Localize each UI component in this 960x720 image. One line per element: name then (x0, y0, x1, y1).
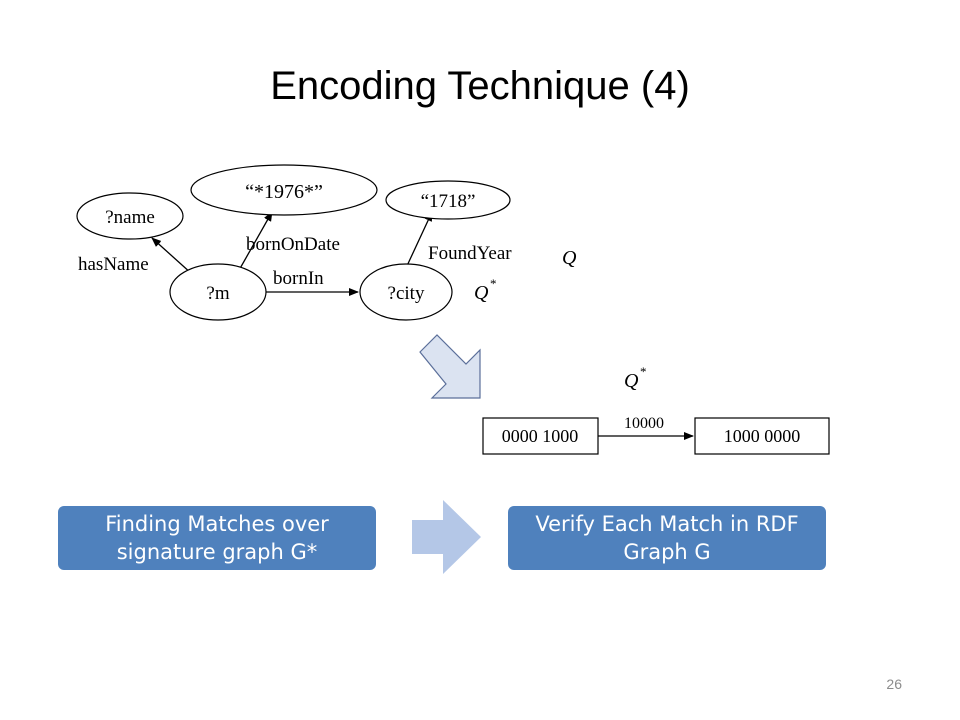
signature-q-star-superscript: * (640, 364, 647, 379)
step-verify-matches: Verify Each Match in RDF Graph G (508, 506, 826, 570)
step-find-matches: Finding Matches over signature graph G* (58, 506, 376, 570)
node-city-label: ?city (388, 283, 425, 304)
slide-title: Encoding Technique (4) (270, 64, 690, 108)
node-city (359, 263, 453, 321)
node-name (76, 192, 184, 240)
q-star-superscript: * (490, 276, 497, 291)
node-date (190, 164, 378, 216)
node-date-label: “*1976*” (245, 181, 323, 203)
q-star-label: Q (474, 282, 489, 304)
signature-node-right (694, 417, 830, 455)
signature-right-code: 1000 0000 (724, 426, 801, 446)
node-name-label: ?name (105, 207, 155, 228)
edge-foundyear (405, 211, 433, 269)
right-arrow-icon (412, 500, 481, 574)
down-right-arrow-icon (419, 334, 481, 399)
edge-bornondate (237, 211, 273, 273)
signature-edge-code: 10000 (624, 415, 664, 432)
edge-label-bornondate: bornOnDate (246, 234, 340, 255)
node-m-label: ?m (206, 283, 229, 304)
node-m (169, 263, 267, 321)
edge-label-bornin: bornIn (273, 268, 324, 289)
node-year (385, 180, 511, 220)
signature-left-code: 0000 1000 (502, 426, 579, 446)
q-label: Q (562, 247, 577, 269)
signature-q-star-label: Q (624, 370, 639, 392)
edge-label-foundyear: FoundYear (428, 243, 512, 264)
edge-hasname (151, 237, 193, 275)
page-number: 26 (886, 676, 902, 692)
node-year-label: “1718” (421, 191, 476, 212)
edge-label-hasname: hasName (78, 254, 149, 275)
